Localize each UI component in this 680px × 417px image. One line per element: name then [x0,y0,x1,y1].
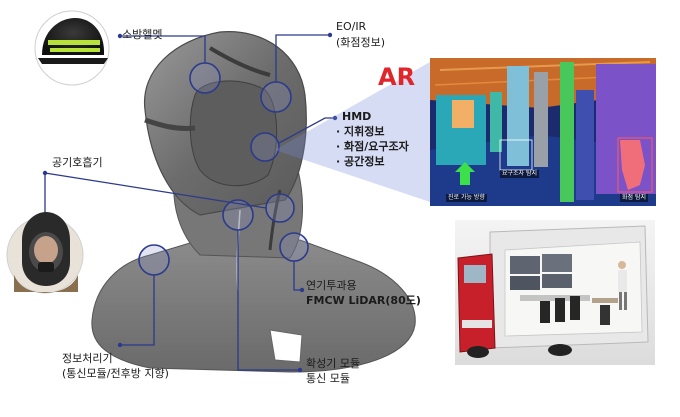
ar-projection-cone [275,62,430,202]
module-sublabel: 통신 모듈 [306,372,350,385]
ar-tag-route: 진로 가능 방향 [446,194,487,202]
hmd-title: HMD [342,110,372,123]
processor-label: 정보처리기 [62,352,113,365]
hood-cape [91,239,416,373]
eo-ir-sublabel: (화점정보) [336,36,386,49]
marker-processor [138,244,170,276]
eo-ir-label: EO/IR [336,20,367,33]
marker-helmet [189,62,221,94]
module-label: 확성기 모듈 [306,357,361,370]
hmd-item-spatial: · 공간정보 [336,155,385,168]
breathing-apparatus-photo [6,212,84,294]
marker-hmd [250,132,280,162]
ar-tag-fire: 화점 탐지 [620,194,648,202]
helmet-photo [34,10,110,86]
route-arrow [455,162,475,185]
smart-hood-illustration [91,31,416,373]
marker-breathing [265,193,295,223]
connector-lines [44,34,335,371]
ar-view-panel [430,58,656,206]
lidar-sublabel: FMCW LiDAR(80도) [306,294,421,307]
marker-eo-ir [260,81,292,113]
hmd-item-fire-victim: · 화점/요구조자 [336,140,409,153]
ar-label: AR [378,63,416,91]
connector-dots [42,32,338,373]
helmet-label: 소방헬멧 [122,28,163,41]
ar-tag-victim: 요구조자 탐지 [500,170,540,178]
lidar-label: 연기투과용 [306,279,357,292]
breathing-label: 공기호흡기 [52,156,103,169]
command-vehicle-illustration [455,220,655,365]
hmd-item-command: · 지휘정보 [336,125,385,138]
marker-lidar [279,232,309,262]
processor-sublabel: (통신모듈/전후방 지향) [62,367,169,380]
marker-module [222,199,254,231]
